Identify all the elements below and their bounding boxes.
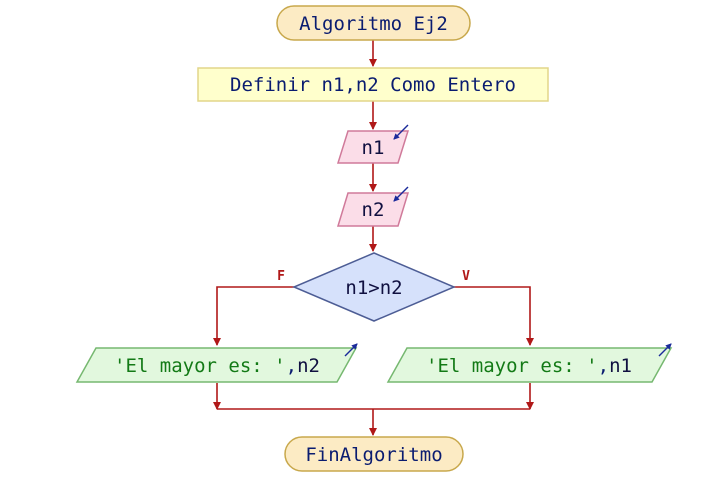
input-n2: n2 [336, 186, 410, 227]
input-n1-label: n1 [362, 137, 385, 159]
edge-decision-true [454, 286, 534, 346]
output-false-shape [75, 347, 358, 383]
end-shape [284, 436, 464, 472]
input-n2-shape [336, 192, 410, 227]
decision-shape [292, 252, 456, 322]
output-false-separator: , [286, 355, 297, 377]
start-shape [276, 5, 471, 41]
define-process: Definir n1,n2 Como Entero [197, 67, 549, 102]
output-true-label: 'El mayor es: ',n1 [426, 355, 632, 377]
decision: n1>n2 F V [277, 252, 470, 322]
edge-decision-false [213, 286, 294, 346]
output-arrow-icon [344, 343, 358, 357]
start-label: Algoritmo Ej2 [299, 13, 448, 35]
output-false: 'El mayor es: ',n2 [75, 343, 358, 383]
decision-label: n1>n2 [345, 277, 402, 299]
output-true-shape [386, 347, 673, 383]
input-arrow-icon [393, 124, 409, 140]
input-arrow-icon [393, 186, 409, 202]
output-true-separator: , [598, 355, 609, 377]
input-n2-label: n2 [362, 199, 385, 221]
false-branch-label: F [277, 269, 285, 284]
output-false-string: 'El mayor es: ' [114, 355, 286, 377]
output-true-variable: n1 [609, 355, 632, 377]
define-label: Definir n1,n2 Como Entero [230, 74, 516, 96]
true-branch-label: V [462, 269, 470, 284]
output-false-variable: n2 [297, 355, 320, 377]
start-terminal: Algoritmo Ej2 [276, 5, 471, 41]
output-true: 'El mayor es: ',n1 [386, 343, 673, 383]
end-label: FinAlgoritmo [305, 444, 442, 466]
connectors [213, 40, 534, 436]
output-false-label: 'El mayor es: ',n2 [114, 355, 320, 377]
input-n1-shape [336, 130, 410, 164]
input-n1: n1 [336, 124, 410, 164]
end-terminal: FinAlgoritmo [284, 436, 464, 472]
define-shape [197, 67, 549, 102]
output-true-string: 'El mayor es: ' [426, 355, 598, 377]
output-arrow-icon [658, 343, 672, 357]
